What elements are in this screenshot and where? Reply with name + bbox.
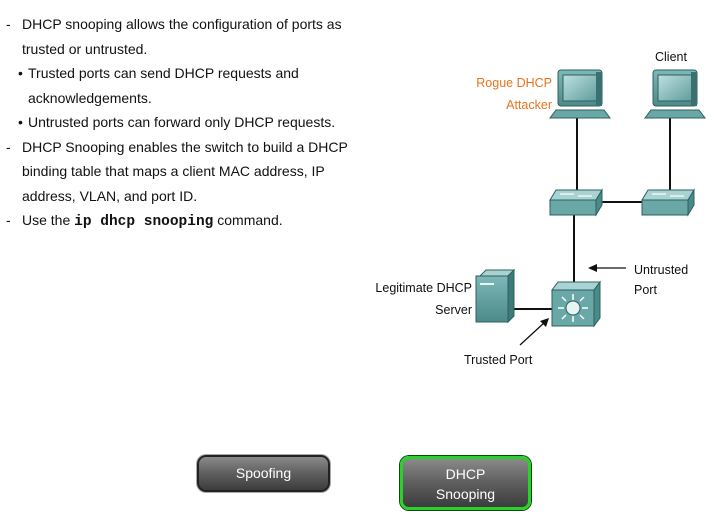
bullet-item: -Use the ip dhcp snooping command. (6, 212, 283, 230)
sub-bullet-text: Untrusted ports can forward only DHCP re… (28, 114, 336, 130)
client-pc-icon (644, 69, 706, 119)
snooping-button-label-line2: Snooping (435, 486, 496, 502)
sub-bullet-text: Trusted ports can send DHCP requests and… (28, 65, 299, 106)
bullet-text: DHCP snooping allows the configuration o… (22, 16, 342, 57)
untrusted-port-label-line2: Port (634, 283, 657, 297)
spoofing-button[interactable]: Spoofing (197, 455, 330, 492)
legit-server-label-line1: Legitimate DHCP (375, 281, 472, 295)
sub-bullet-item: •Trusted ports can send DHCP requests an… (18, 65, 299, 106)
dhcp-snooping-button[interactable]: DHCP Snooping (400, 456, 531, 510)
connection-lines (512, 118, 671, 310)
bullet-text: Use the (22, 212, 75, 228)
client-label: Client (655, 50, 687, 64)
rogue-label-line1: Rogue DHCP (476, 76, 552, 90)
bullet-item: -DHCP snooping allows the configuration … (6, 16, 342, 57)
command-text: ip dhcp snooping (74, 214, 214, 230)
bullet-text: DHCP Snooping enables the switch to buil… (22, 138, 348, 204)
access-switch-icon (641, 188, 695, 217)
rogue-pc-icon (549, 69, 611, 119)
bullet-item: -DHCP Snooping enables the switch to bui… (6, 138, 348, 204)
legit-server-label-line2: Server (435, 303, 472, 317)
bullet-text: command. (213, 212, 283, 228)
rogue-label-line2: Attacker (506, 98, 552, 112)
untrusted-port-label-line1: Untrusted (634, 263, 689, 277)
description-text: -DHCP snooping allows the configuration … (6, 12, 356, 235)
untrusted-arrow-icon (588, 264, 626, 272)
snooping-button-label-line1: DHCP (445, 466, 486, 482)
spoofing-button-label: Spoofing (235, 465, 292, 481)
trusted-arrow-icon (519, 318, 549, 346)
trusted-port-label: Trusted Port (464, 353, 533, 367)
sub-bullet-item: •Untrusted ports can forward only DHCP r… (18, 114, 336, 130)
access-switch-icon (549, 188, 603, 217)
server-icon (475, 268, 516, 324)
multilayer-switch-icon (551, 280, 601, 328)
